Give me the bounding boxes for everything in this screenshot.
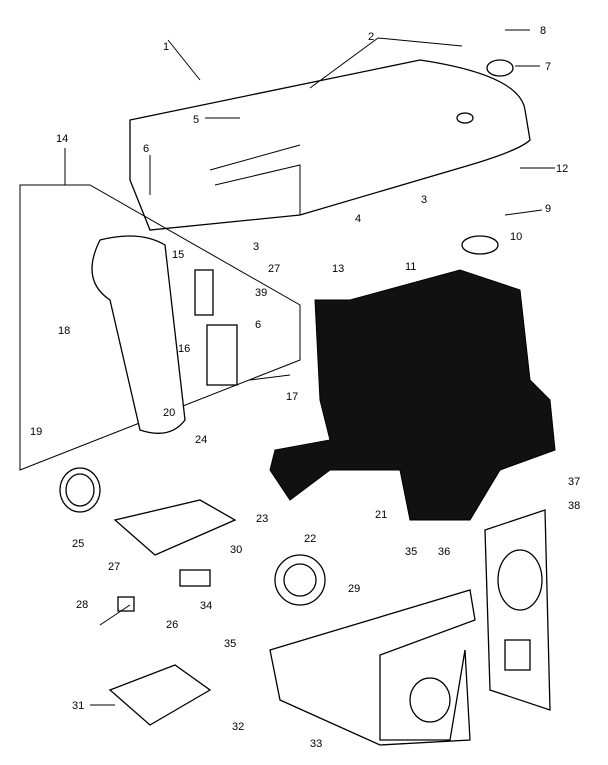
callout-27b: 27 [108,561,120,573]
callout-25: 25 [72,538,84,550]
callout-22: 22 [304,533,316,545]
side-cover [91,235,186,434]
callout-8: 8 [540,25,546,37]
callout-30: 30 [230,544,242,556]
callout-37: 37 [568,476,580,488]
top-cover [129,59,531,231]
callout-36: 36 [438,546,450,558]
callout-21: 21 [375,509,387,521]
callout-4: 4 [355,213,361,225]
side-panel [484,509,551,711]
callout-38: 38 [568,500,580,512]
machine-body [269,269,556,521]
callout-labels: 1 2 8 7 5 14 6 12 3 9 4 10 3 15 27 13 11… [30,25,580,750]
bracket-plate [108,664,212,726]
callout-16: 16 [178,343,190,355]
leader-lines [64,29,555,706]
callout-6b: 6 [255,319,261,331]
callout-5: 5 [193,114,199,126]
callout-20: 20 [163,407,175,419]
callout-10: 10 [510,231,522,243]
callout-34: 34 [200,600,212,612]
callout-17: 17 [286,391,298,403]
dial-knob [59,467,101,513]
callout-11: 11 [405,261,416,273]
callout-13: 13 [332,263,344,275]
callout-32: 32 [232,721,244,733]
callout-24: 24 [195,434,207,446]
callout-29: 29 [348,583,360,595]
bed-plate [113,499,237,556]
callout-23: 23 [256,513,268,525]
callout-35b: 35 [224,638,236,650]
callout-2: 2 [368,31,374,43]
callout-26: 26 [166,619,178,631]
callout-7: 7 [545,61,551,73]
front-plate [269,589,476,746]
callout-9: 9 [545,203,551,215]
callout-19: 19 [30,426,42,438]
callout-1: 1 [163,41,169,53]
callout-31: 31 [72,700,84,712]
callout-12: 12 [556,163,568,175]
callout-18: 18 [58,325,70,337]
callout-3b: 3 [253,241,259,253]
small-parts [117,59,514,612]
callout-3a: 3 [421,194,427,206]
callout-14: 14 [56,133,68,145]
callout-27a: 27 [268,263,280,275]
callout-35a: 35 [405,546,417,558]
callout-28: 28 [76,599,88,611]
hinge-bracket [194,269,238,386]
assembly-box-outline [19,184,301,471]
callout-15: 15 [172,249,184,261]
callout-39: 39 [255,287,267,299]
callout-33: 33 [310,738,322,750]
callout-6a: 6 [143,143,149,155]
motor-switch [274,554,326,606]
